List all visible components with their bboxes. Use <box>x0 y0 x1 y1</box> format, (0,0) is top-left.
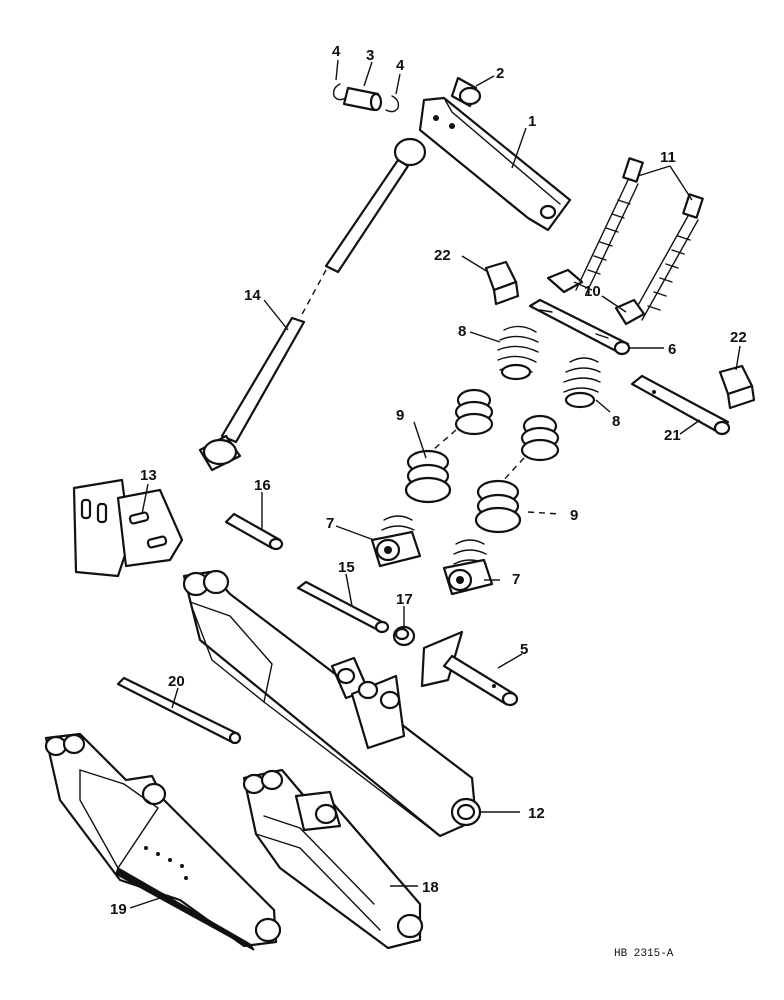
callout-4-left: 4 <box>332 43 341 60</box>
callout-8-right: 8 <box>612 413 620 430</box>
part-22-block-right <box>718 364 756 410</box>
part-19-lower-arm <box>44 732 282 951</box>
part-5-pin-plate <box>420 630 519 707</box>
part-2-bushing <box>450 76 482 108</box>
callout-4-right: 4 <box>396 57 405 74</box>
part-4-clip-right <box>385 95 400 113</box>
callout-17: 17 <box>396 591 413 608</box>
callout-16: 16 <box>254 477 271 494</box>
callout-21: 21 <box>664 427 681 444</box>
callout-9-right: 9 <box>570 507 578 524</box>
callout-12: 12 <box>528 805 545 822</box>
part-4-clip-left <box>332 83 347 101</box>
callout-10: 10 <box>584 283 601 300</box>
callout-20: 20 <box>168 673 185 690</box>
callout-8-left: 8 <box>458 323 466 340</box>
callout-7-right: 7 <box>512 571 520 588</box>
figure-reference: HB 2315-A <box>614 948 674 960</box>
part-17-bushing <box>392 625 416 647</box>
callout-13: 13 <box>140 467 157 484</box>
part-16-pin <box>224 512 284 551</box>
part-18-lower-arm <box>242 768 424 950</box>
callout-14: 14 <box>244 287 261 304</box>
part-9-spring-left <box>404 388 494 504</box>
part-21-shaft <box>630 374 731 436</box>
part-20-rod <box>116 676 242 745</box>
leader-lines <box>129 59 741 909</box>
part-3-pin <box>342 86 383 112</box>
callout-2: 2 <box>496 65 504 82</box>
part-7-block-left <box>370 515 422 568</box>
part-10-washers <box>546 268 646 326</box>
callout-19: 19 <box>110 901 127 918</box>
callout-7-left: 7 <box>326 515 334 532</box>
callout-9-left: 9 <box>396 407 404 424</box>
part-8-spring-left <box>497 325 539 381</box>
part-7-block-right <box>442 539 494 596</box>
part-9-spring-right <box>474 414 560 534</box>
part-1-bracket <box>418 96 572 232</box>
part-15-pin <box>296 580 390 634</box>
part-12-main-arm <box>182 569 482 838</box>
callout-11: 11 <box>660 149 676 166</box>
callout-15: 15 <box>338 559 355 576</box>
callouts: 1 2 3 4 4 5 6 7 7 8 8 9 9 10 11 12 13 14… <box>110 43 747 960</box>
part-11-bolts <box>575 157 704 321</box>
part-14-rod <box>198 137 427 472</box>
part-6-shaft <box>528 298 631 356</box>
part-13-brackets <box>72 478 184 578</box>
callout-18: 18 <box>422 879 439 896</box>
part-22-block-left <box>484 260 520 306</box>
callout-22-left: 22 <box>434 247 451 264</box>
callout-1: 1 <box>528 113 536 130</box>
callout-6: 6 <box>668 341 676 358</box>
callout-5: 5 <box>520 641 528 658</box>
part-8-spring-right <box>563 357 601 409</box>
callout-3: 3 <box>366 47 374 64</box>
callout-22-right: 22 <box>730 329 747 346</box>
